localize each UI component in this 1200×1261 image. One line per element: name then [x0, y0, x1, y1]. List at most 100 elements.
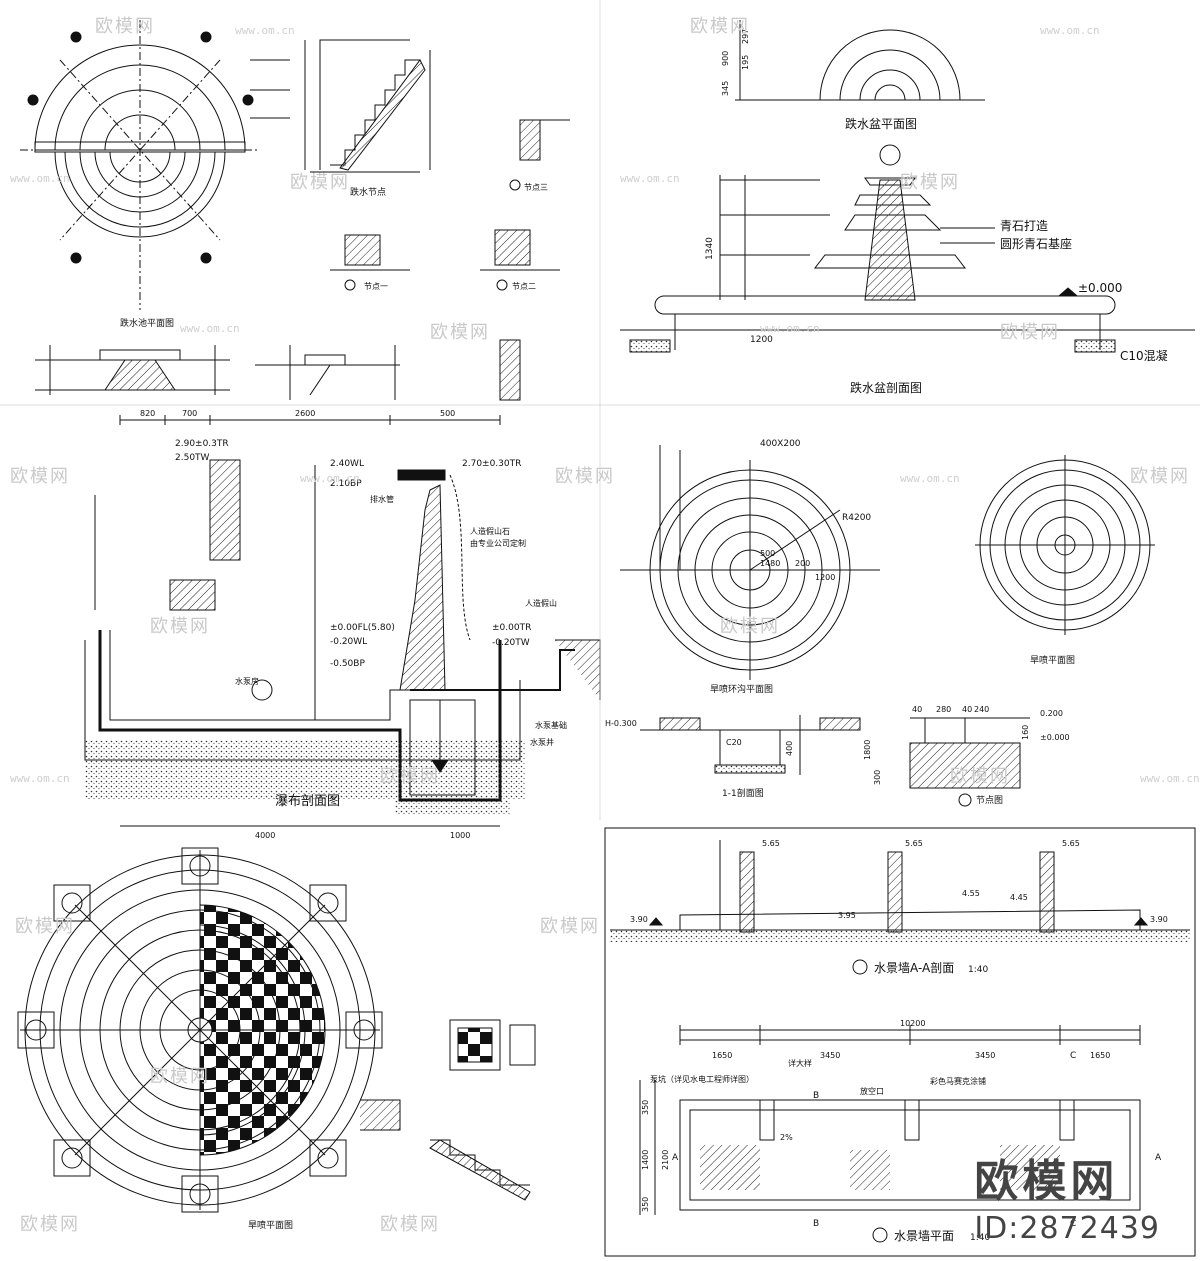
section-1-1-title: 1-1剖面图 — [722, 787, 764, 799]
ww-mark-c: C — [1070, 1051, 1076, 1061]
wf-elev-3: 2.10BP — [330, 479, 362, 489]
water-wall-plan-title: 水景墙平面 — [894, 1229, 954, 1243]
wf-label-artificial: 人造假山 — [525, 598, 557, 608]
drop-node-section — [304, 39, 570, 191]
ww-dim-4: 1650 — [1090, 1051, 1110, 1060]
ww-slope-1: 2% — [780, 1133, 793, 1142]
drop-node-title: 跌水节点 — [350, 186, 386, 198]
wf-label-pump: 水泵房 — [235, 676, 259, 686]
basin-width: 1200 — [750, 335, 773, 345]
node-c-title: 节点三 — [524, 183, 548, 192]
ww-mark-c2: C — [1070, 1219, 1076, 1229]
ww-note-detail: 详大样 — [788, 1058, 812, 1068]
wf-elev-8: ±0.00TR — [492, 623, 531, 633]
dry-fountain-checker-plan — [17, 847, 383, 1213]
ww-mark-a: A — [672, 1153, 679, 1163]
wf-elev-6: -0.20WL — [330, 637, 367, 647]
ww-elev-3: 4.55 — [962, 889, 980, 898]
trench-dim-1800: 1800 — [863, 740, 872, 760]
waterfall-section — [84, 415, 601, 827]
ww-section-callout — [852, 959, 868, 975]
trench-dim-2: 1480 — [760, 559, 780, 568]
node-dim-4: 160 — [1021, 725, 1030, 740]
ww-plan-h-0: 2100 — [661, 1150, 670, 1170]
ww-elev-2: 5.65 — [1062, 839, 1080, 848]
node-1-detail — [909, 717, 1030, 807]
dry-fountain-plan-title: 旱喷平面图 — [1030, 655, 1075, 666]
ww-elev-5: 3.90 — [1150, 915, 1168, 924]
trench-dim-4: 1200 — [815, 573, 835, 582]
basin-dim-2: 195 — [741, 55, 750, 70]
wf-elev-0: 2.90±0.3TR — [175, 439, 229, 449]
trench-dim-5: 500 — [760, 549, 775, 558]
wf-top-dim-0: 820 — [140, 409, 155, 418]
water-wall-section-title: 水景墙A-A剖面 — [874, 961, 954, 975]
wf-bottom-dim-1: 1000 — [450, 831, 470, 840]
node-dim-3: 240 — [974, 705, 989, 714]
ww-dim-3: 3450 — [975, 1051, 995, 1060]
node-dim-6: ±0.000 — [1040, 733, 1070, 742]
panel-dividers — [0, 0, 1200, 820]
wf-top-dim-2: 2600 — [295, 409, 315, 418]
wf-elev-5: ±0.00FL(5.80) — [330, 623, 395, 633]
wf-label-drain: 排水管 — [370, 494, 394, 504]
water-wall-section-scale: 1:40 — [968, 965, 988, 975]
ww-plan-h-2: 1400 — [641, 1150, 650, 1170]
drop-pool-plan — [20, 20, 290, 310]
ww-dim-2: 10200 — [900, 1019, 925, 1028]
basin-note-base: 圆形青石基座 — [1000, 236, 1072, 251]
wf-top-dim-3: 500 — [440, 409, 455, 418]
wf-label-custom: 由专业公司定制 — [470, 538, 526, 548]
ww-plan-callout — [872, 1227, 888, 1243]
drop-basin-section-title: 跌水盆剖面图 — [850, 380, 922, 395]
trench-dim-0: 400X200 — [760, 439, 801, 449]
basin-note-stone: 青石打造 — [1000, 219, 1048, 233]
node-b-title: 节点二 — [512, 282, 536, 291]
wf-elev-2: 2.40WL — [330, 459, 364, 469]
node-dim-5: 0.200 — [1040, 709, 1063, 718]
water-wall-plan — [639, 1025, 1141, 1215]
ww-note-mosaic: 彩色马赛克涂铺 — [930, 1076, 986, 1086]
ww-dim-0: 1650 — [712, 1051, 732, 1060]
brand-logo: 欧模网 — [974, 1156, 1119, 1207]
brand-id: ID:2872439 — [974, 1211, 1160, 1246]
trench-dim-300: 300 — [873, 770, 882, 785]
wf-elev-4: 2.70±0.30TR — [462, 459, 521, 469]
trench-dim-400: 400 — [785, 741, 794, 756]
wf-label-pumpbase: 水泵基础 — [535, 720, 567, 730]
section-1-1 — [640, 715, 861, 775]
node-dim-1: 280 — [936, 705, 951, 714]
bottom-left-details — [360, 1019, 536, 1201]
node-1-title: 节点图 — [976, 795, 1003, 806]
ww-elev-4: 4.45 — [1010, 893, 1028, 902]
trench-elev: H-0.300 — [605, 719, 637, 728]
basin-height: 1340 — [705, 237, 715, 260]
node-dim-2: 40 — [962, 705, 972, 714]
wf-label-pumpwell: 水泵井 — [530, 737, 554, 747]
ww-plan-h-1: 350 — [641, 1100, 650, 1115]
waterfall-section-title: 瀑布剖面图 — [275, 794, 340, 809]
drop-basin-plan — [735, 20, 985, 101]
dry-fountain-trench-plan — [620, 445, 880, 680]
drop-pool-elevations — [35, 339, 521, 401]
ww-elev-7: 3.90 — [630, 915, 648, 924]
ww-elev-6: 3.95 — [838, 911, 856, 920]
wf-bottom-dim-0: 4000 — [255, 831, 275, 840]
ww-mark-b2: B — [813, 1219, 819, 1229]
trench-concrete: C20 — [726, 738, 742, 747]
ww-mark-a2: A — [1155, 1153, 1162, 1163]
ww-elev-1: 5.65 — [905, 839, 923, 848]
trench-dim-radius: R4200 — [842, 513, 871, 523]
basin-dim-1: 345 — [721, 81, 730, 96]
trench-plan-title: 旱喷环沟平面图 — [710, 683, 773, 695]
dry-fountain-plan — [975, 455, 1155, 635]
wf-top-dim-1: 700 — [182, 409, 197, 418]
wf-label-rock: 人造假山石 — [470, 526, 510, 536]
drop-nodes-details — [330, 229, 560, 291]
ww-elev-0: 5.65 — [762, 839, 780, 848]
basin-dim-3: 297 — [741, 29, 750, 44]
wf-elev-9: -0.20TW — [492, 638, 530, 648]
dry-fountain-plan-2-title: 旱喷平面图 — [248, 1220, 293, 1231]
drop-basin-plan-title: 跌水盆平面图 — [845, 116, 917, 131]
